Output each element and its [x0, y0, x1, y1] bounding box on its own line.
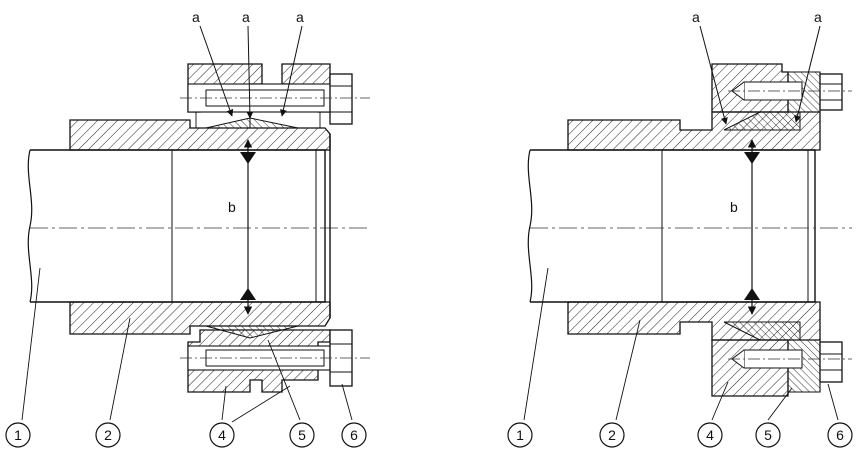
right-clamp-ring-lower [711, 321, 852, 397]
right-part-numbers: 1 2 4 5 6 [507, 267, 853, 448]
callout-a: a [192, 9, 200, 25]
right-callouts-a: a a [692, 9, 822, 125]
part-number-4: 4 [218, 427, 226, 443]
right-drawing: b a a 1 2 4 5 6 [507, 9, 853, 448]
left-part-numbers: 1 2 4 5 6 [5, 267, 367, 448]
dimension-label: b [730, 199, 738, 215]
part-number-6: 6 [350, 427, 358, 443]
right-shaft [527, 149, 852, 303]
left-shaft [27, 149, 370, 303]
part-number-2: 2 [608, 427, 616, 443]
part-number-4: 4 [706, 427, 714, 443]
left-drawing: b a a a 1 2 4 5 6 [5, 9, 370, 448]
part-number-2: 2 [104, 427, 112, 443]
callout-a: a [296, 9, 304, 25]
dimension-label: b [228, 199, 236, 215]
left-clamp-ring-upper [180, 63, 370, 125]
callout-a: a [692, 9, 700, 25]
part-number-5: 5 [764, 427, 772, 443]
right-clamp-ring-upper [711, 63, 852, 131]
callout-a: a [242, 9, 250, 25]
left-clamp-ring-lower [180, 325, 370, 393]
right-dimension-b: b [730, 139, 760, 315]
part-number-1: 1 [516, 427, 524, 443]
left-tapered-rings-upper [195, 111, 321, 129]
left-hub-upper [69, 119, 331, 151]
part-number-6: 6 [836, 427, 844, 443]
part-number-1: 1 [14, 427, 22, 443]
callout-a: a [814, 9, 822, 25]
left-hub-lower [69, 301, 331, 335]
left-dimension-b: b [228, 139, 256, 315]
left-callouts-a: a a a [192, 9, 304, 119]
part-number-5: 5 [298, 427, 306, 443]
